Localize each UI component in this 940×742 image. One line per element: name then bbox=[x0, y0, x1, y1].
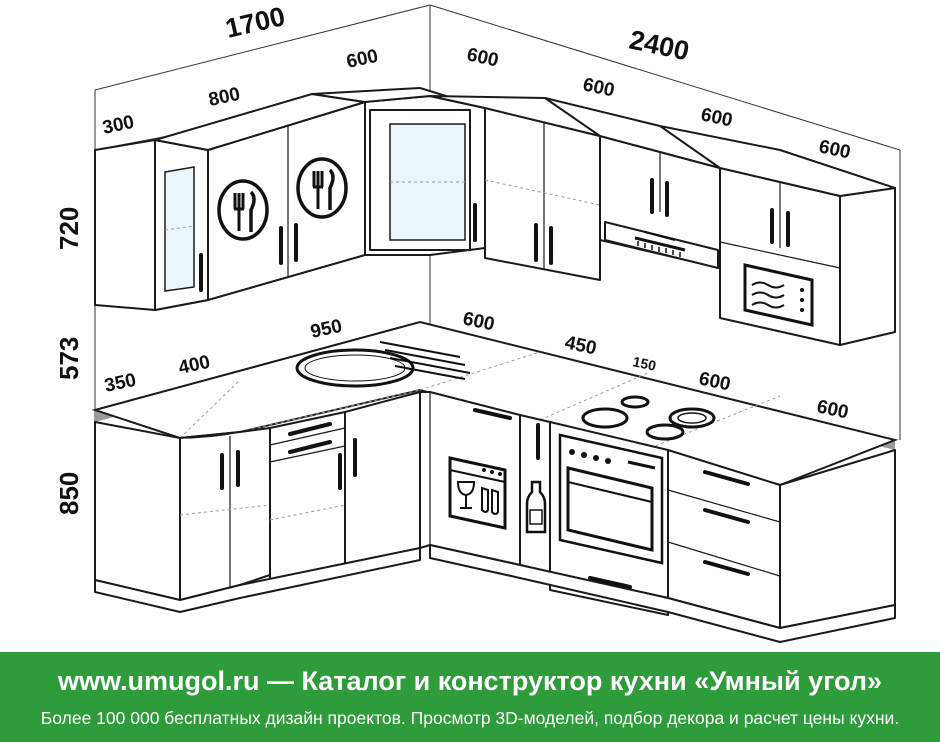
banner-subtitle: Более 100 000 бесплатных дизайн проектов… bbox=[40, 708, 900, 728]
dim-worktop-right-1: 600 bbox=[461, 308, 496, 335]
dim-upper-right-2: 600 bbox=[581, 74, 616, 101]
base-cabinets bbox=[94, 391, 896, 643]
cooktop-icon bbox=[581, 395, 716, 441]
dim-worktop-right-5: 600 bbox=[815, 396, 850, 423]
dim-upper-right-3: 600 bbox=[699, 104, 734, 131]
microwave-icon bbox=[743, 263, 814, 327]
dim-height-base: 850 bbox=[54, 472, 84, 515]
dim-top-left: 1700 bbox=[223, 1, 288, 44]
cutlery-icon bbox=[217, 179, 269, 241]
bottle-icon bbox=[525, 480, 547, 534]
promo-banner: www.umugol.ru — Каталог и конструктор ку… bbox=[0, 652, 940, 742]
oven-icon bbox=[558, 433, 664, 565]
upper-cabinets bbox=[94, 87, 896, 346]
hood-icon bbox=[634, 231, 686, 257]
dim-worktop-left-1: 350 bbox=[103, 370, 138, 397]
sink-icon bbox=[295, 341, 471, 388]
dim-worktop-right-2: 450 bbox=[563, 332, 598, 359]
dishwasher-icon bbox=[448, 456, 507, 530]
dim-height-mid: 573 bbox=[54, 337, 84, 380]
dim-height-upper: 720 bbox=[54, 207, 84, 250]
dim-worktop-left-3: 950 bbox=[309, 316, 344, 343]
dim-upper-left-3: 600 bbox=[345, 46, 380, 73]
dim-worktop-left-2: 400 bbox=[177, 352, 212, 379]
dim-upper-left-1: 300 bbox=[101, 112, 136, 139]
dim-upper-right-1: 600 bbox=[465, 44, 500, 71]
dim-upper-right-4: 600 bbox=[817, 136, 852, 163]
dim-top-right: 2400 bbox=[627, 25, 692, 67]
dim-worktop-right-3: 150 bbox=[631, 353, 657, 374]
kitchen-diagram: 1700 2400 300 800 600 600 600 600 600 72… bbox=[54, 1, 901, 643]
banner-title[interactable]: www.umugol.ru — Каталог и конструктор ку… bbox=[58, 666, 882, 696]
cutlery-icon bbox=[296, 157, 348, 219]
dim-upper-left-2: 800 bbox=[207, 84, 242, 111]
